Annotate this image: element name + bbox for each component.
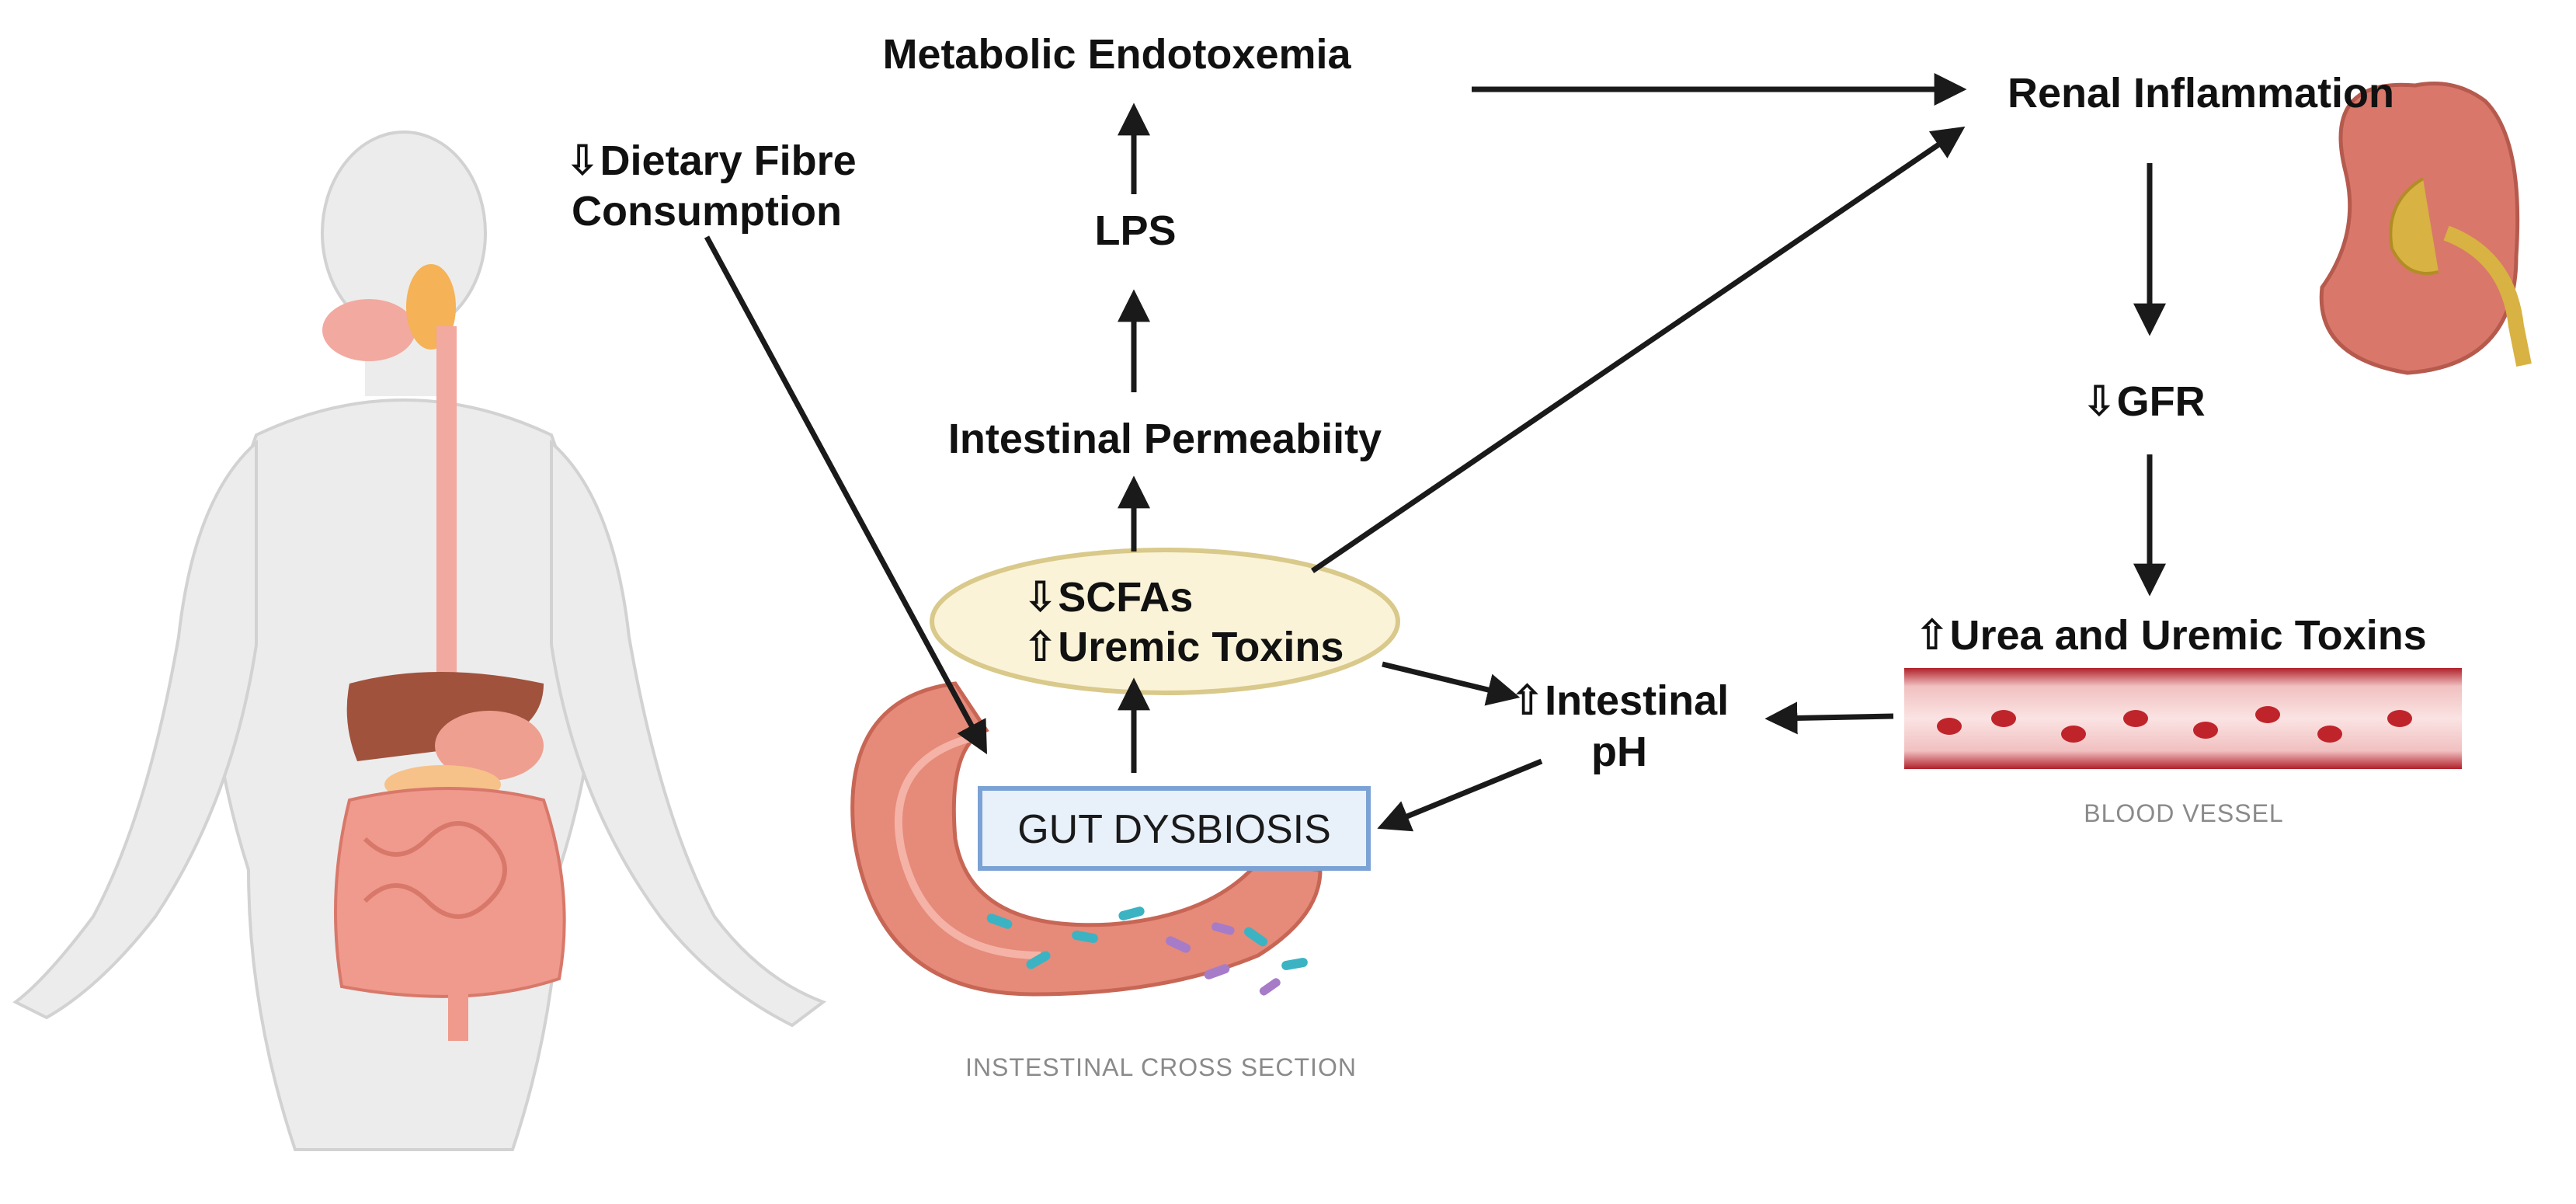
human-body-illustration xyxy=(12,130,827,1151)
bacterium xyxy=(1204,964,1230,980)
bacterium xyxy=(1118,906,1145,920)
bacterium xyxy=(1026,951,1051,969)
red-blood-cell xyxy=(1991,710,2016,727)
bacterium xyxy=(986,913,1013,929)
red-blood-cell xyxy=(2193,722,2218,739)
metabolic-endotoxemia-label: Metabolic Endotoxemia xyxy=(882,31,1351,78)
red-blood-cell xyxy=(2387,710,2412,727)
intestine-tube xyxy=(850,681,1323,997)
mouth-organ xyxy=(322,299,415,361)
gfr-label: ⇩GFR xyxy=(2081,378,2205,425)
urea-uremic-toxins-label: ⇧Urea and Uremic Toxins xyxy=(1914,612,2426,659)
arrow-scfas-to-ph xyxy=(1382,661,1521,706)
red-blood-cell xyxy=(1937,718,1962,735)
bacterium xyxy=(1259,978,1281,996)
small-intestine xyxy=(334,787,566,998)
blood-vessel-caption: BLOOD VESSEL xyxy=(2084,799,2283,827)
bacterium xyxy=(1166,936,1191,953)
ureter xyxy=(2443,225,2532,367)
arrow-fibre-to-dysbiosis xyxy=(704,235,988,755)
intestinal-permeability-label: Intestinal Permeabiity xyxy=(948,416,1382,462)
renal-inflammation-label: Renal Inflammation xyxy=(2008,70,2394,117)
right-arm-shape xyxy=(550,439,827,1028)
vessel-body xyxy=(1904,668,2462,769)
intestine-lumen xyxy=(894,734,1041,959)
scfas-label: ⇩SCFAs xyxy=(1023,574,1193,621)
intestinal-cross-section-caption: INSTESTINAL CROSS SECTION xyxy=(965,1053,1357,1081)
red-blood-cell xyxy=(2317,726,2342,743)
scfas-uremic-toxins-node xyxy=(930,548,1400,695)
arrows xyxy=(704,73,2166,832)
dietary-fibre-label: ⇩Dietary Fibre xyxy=(565,137,856,184)
arrow-scfas-to-inflammation xyxy=(1311,126,1966,573)
renal-pelvis xyxy=(2389,177,2439,275)
bacterium xyxy=(1212,922,1235,935)
arrow-ph-to-dysbiosis xyxy=(1377,758,1543,832)
intestinal-cross-section-illustration xyxy=(850,681,1323,997)
consumption-label: Consumption xyxy=(572,188,842,235)
blood-vessel-illustration xyxy=(1904,668,2462,769)
red-blood-cell xyxy=(2255,706,2280,723)
intestinal-ph-label: ⇧Intestinal xyxy=(1510,677,1729,724)
intestine-folds xyxy=(363,821,507,919)
red-blood-cell xyxy=(2123,710,2148,727)
red-blood-cell xyxy=(2061,726,2086,743)
bacterium xyxy=(1243,927,1268,947)
left-arm-shape xyxy=(12,439,258,1020)
lps-label: LPS xyxy=(1094,207,1176,254)
bacterium xyxy=(1281,958,1308,970)
stomach xyxy=(435,711,544,781)
kidney-illustration xyxy=(2319,82,2532,375)
bacterium xyxy=(1072,931,1098,943)
gut-dysbiosis-label: GUT DYSBIOSIS xyxy=(1017,807,1331,852)
uremic-toxins-label: ⇧Uremic Toxins xyxy=(1023,624,1344,670)
bacteria-cluster xyxy=(986,906,1308,996)
gut-dysbiosis-node xyxy=(978,786,1371,871)
ph-label: pH xyxy=(1591,729,1647,775)
arrow-vessel-to-ph xyxy=(1764,701,1894,735)
